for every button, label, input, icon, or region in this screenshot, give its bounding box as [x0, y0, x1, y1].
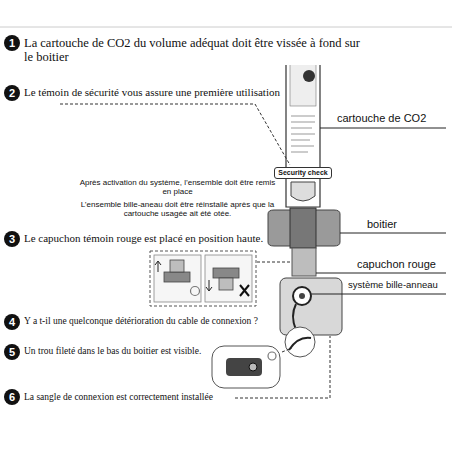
- callout-number: 6: [4, 389, 20, 405]
- step-text: La sangle de connexion est correctement …: [24, 392, 213, 403]
- node-text: 4: [4, 314, 20, 330]
- step-text: Un trou fileté dans le bas du boitier es…: [24, 346, 209, 357]
- part-name: cartouche de CO2: [337, 112, 426, 125]
- step-text: Le témoin de sécurité vous assure une pr…: [24, 86, 282, 99]
- node-text: 1: [4, 35, 20, 51]
- part-name: boitier: [367, 218, 397, 231]
- lower-body: [280, 278, 342, 335]
- down-arrow: [206, 280, 212, 291]
- inset-cap-down: [219, 278, 233, 290]
- inset-panel: [205, 255, 252, 302]
- step-text: Y a t-il une quelconque détérioration du…: [24, 316, 260, 327]
- cartridge-print: [291, 116, 315, 152]
- ball: [299, 293, 305, 299]
- cartridge-label: [290, 62, 316, 106]
- inset-housing: [213, 268, 239, 278]
- node-text: 2: [4, 85, 20, 101]
- inset-cap-up: [170, 260, 184, 272]
- callout-number: 3: [4, 231, 20, 247]
- node-text: 6: [4, 389, 20, 405]
- node-text: Security check: [278, 169, 327, 177]
- cable-detail: [289, 338, 311, 350]
- volume-badge: [303, 70, 315, 82]
- housing-core: [290, 208, 316, 248]
- ok-mark: [191, 287, 200, 296]
- node-text: 3: [4, 231, 20, 247]
- red-cap: [292, 248, 316, 276]
- threaded-hole: [249, 363, 257, 371]
- step-text: La cartouche de CO2 du volume adéquat do…: [24, 36, 369, 65]
- note-text: L’ensemble bille-aneau doit être réinsta…: [75, 200, 280, 218]
- part-leaders: [311, 128, 446, 294]
- ball-ring: [293, 287, 311, 305]
- thread-inset: [212, 346, 280, 388]
- co2-cartridge: [286, 40, 320, 207]
- node-text: 5: [4, 344, 20, 360]
- security-badge: Security check: [274, 167, 331, 179]
- cable-inset: [285, 327, 315, 357]
- callout-number: 1: [4, 35, 20, 51]
- step-text: Le capuchon témoin rouge est placé en po…: [24, 232, 265, 245]
- inset-panel: [154, 255, 201, 302]
- callout-number: 2: [4, 85, 20, 101]
- header-rule: [0, 27, 452, 28]
- part-name: système bille-anneau: [348, 280, 438, 291]
- part-name: capuchon rouge: [357, 258, 436, 271]
- up-arrow: [155, 261, 161, 272]
- callout-number: 4: [4, 314, 20, 330]
- connection-cable: [293, 304, 296, 330]
- ok-mark: [268, 352, 276, 360]
- security-shield: [291, 182, 315, 201]
- housing-bottom: [226, 358, 262, 376]
- note-text: Après activation du système, l’ensemble …: [75, 178, 280, 196]
- callout-number: 5: [4, 344, 20, 360]
- cap-inset: [150, 251, 256, 306]
- wrong-mark: [240, 285, 249, 296]
- inset-housing: [164, 272, 190, 282]
